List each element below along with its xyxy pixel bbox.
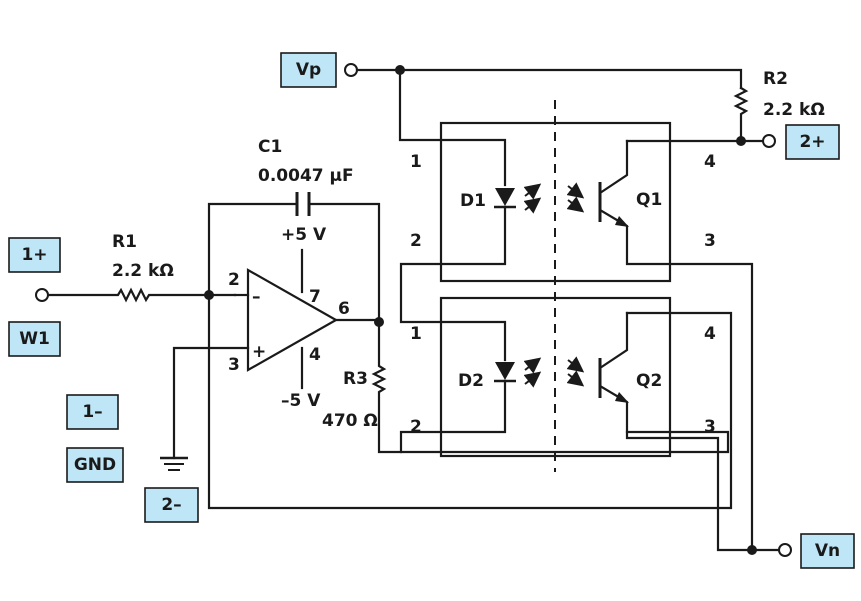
- svg-text:1+: 1+: [21, 245, 47, 265]
- q2-phototransistor: Q2 4 3: [566, 311, 787, 552]
- svg-text:GND: GND: [74, 455, 116, 475]
- port-2-plus: 2+: [785, 124, 840, 160]
- svg-text:2: 2: [410, 417, 422, 437]
- svg-text:1: 1: [410, 152, 422, 172]
- svg-text:W1: W1: [19, 329, 50, 349]
- svg-text:4: 4: [704, 152, 716, 172]
- svg-text:4: 4: [704, 324, 716, 344]
- q1-phototransistor: Q1 4 3: [566, 139, 754, 552]
- svg-text:1–: 1–: [82, 402, 102, 422]
- vp-bus: [344, 63, 743, 187]
- svg-text:2: 2: [228, 270, 240, 290]
- svg-text:3: 3: [704, 417, 716, 437]
- r2-resistor: R2 2.2 kΩ: [733, 69, 825, 143]
- svg-text:Vp: Vp: [296, 60, 321, 80]
- svg-text:Q1: Q1: [636, 190, 662, 210]
- svg-text:3: 3: [228, 355, 240, 375]
- r1-resistor: R1 2.2 kΩ: [35, 232, 211, 303]
- ground-icon: [160, 456, 188, 471]
- svg-text:Q2: Q2: [636, 371, 662, 391]
- opamp: – + 2 3 6 7 4 +5 V –5 V: [172, 225, 381, 460]
- port-1-plus: 1+: [8, 237, 61, 273]
- svg-text:2.2 kΩ: 2.2 kΩ: [763, 100, 825, 120]
- port-2-minus: 2–: [144, 487, 199, 523]
- port-vp: Vp: [280, 52, 337, 88]
- vn-node: [747, 543, 792, 557]
- svg-text:R3: R3: [343, 369, 368, 389]
- port-1-minus: 1–: [66, 394, 119, 430]
- svg-text:3: 3: [704, 231, 716, 251]
- svg-text:C1: C1: [258, 137, 282, 157]
- svg-text:–: –: [252, 287, 261, 307]
- svg-text:2: 2: [410, 231, 422, 251]
- svg-text:6: 6: [338, 299, 350, 319]
- svg-text:R2: R2: [763, 69, 788, 89]
- svg-text:–5 V: –5 V: [281, 391, 321, 411]
- svg-text:4: 4: [309, 345, 321, 365]
- svg-text:2+: 2+: [799, 132, 825, 152]
- d2-led: D2 1 2: [399, 324, 542, 454]
- svg-text:D1: D1: [460, 191, 486, 211]
- port-gnd: GND: [66, 447, 124, 483]
- c1-capacitor: C1 0.0047 µF: [207, 137, 381, 324]
- wire-2-minus-to-q2-collector: [207, 293, 733, 510]
- svg-text:2–: 2–: [161, 495, 181, 515]
- d1-led: D1 1 2: [399, 152, 542, 362]
- svg-text:+5 V: +5 V: [281, 225, 327, 245]
- svg-text:7: 7: [309, 287, 321, 307]
- out-2-plus-node: [625, 134, 776, 148]
- r3-resistor: R3 470 Ω: [322, 320, 730, 454]
- svg-text:1: 1: [410, 324, 422, 344]
- port-vn: Vn: [800, 533, 855, 569]
- svg-text:0.0047 µF: 0.0047 µF: [258, 166, 354, 186]
- svg-text:R1: R1: [112, 232, 137, 252]
- svg-text:2.2 kΩ: 2.2 kΩ: [112, 261, 174, 281]
- port-w1: W1: [8, 321, 61, 357]
- svg-text:470 Ω: 470 Ω: [322, 411, 378, 431]
- svg-text:Vn: Vn: [815, 541, 840, 561]
- svg-text:D2: D2: [458, 371, 484, 391]
- svg-text:+: +: [252, 342, 266, 362]
